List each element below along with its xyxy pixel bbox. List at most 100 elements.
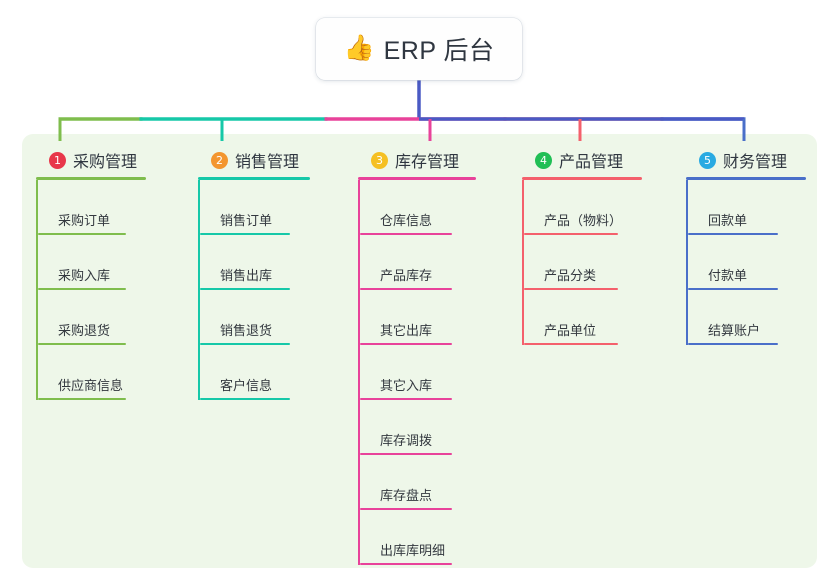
leaf-node-label: 其它出库 <box>380 323 433 339</box>
leaf-node-label: 回款单 <box>708 213 748 229</box>
branch-title: 库存管理 <box>395 154 460 171</box>
root-node-label: ERP 后台 <box>383 37 495 65</box>
leaf-node[interactable]: 产品单位 <box>522 290 642 345</box>
branch-spine <box>686 180 688 345</box>
leaf-node-label: 产品库存 <box>380 268 433 284</box>
leaf-node[interactable]: 产品库存 <box>358 235 476 290</box>
branch-spine <box>36 180 38 400</box>
branch-title: 产品管理 <box>559 154 624 171</box>
leaf-node-underline <box>524 288 618 290</box>
leaf-node[interactable]: 客户信息 <box>198 345 310 400</box>
leaf-node[interactable]: 库存盘点 <box>358 455 476 510</box>
leaf-node-label: 采购退货 <box>58 323 111 339</box>
branch-spine <box>198 180 200 400</box>
branch-underline <box>522 177 642 180</box>
branch-number-badge: 5 <box>699 151 716 169</box>
branch-column-销售管理: 2 销售管理销售订单销售出库销售退货客户信息 <box>198 148 310 400</box>
leaf-node-underline <box>360 288 452 290</box>
branch-children: 仓库信息产品库存其它出库其它入库库存调拨库存盘点出库库明细 <box>358 180 476 565</box>
root-node[interactable]: 👍 ERP 后台 <box>316 18 522 80</box>
leaf-node[interactable]: 其它出库 <box>358 290 476 345</box>
leaf-node[interactable]: 采购订单 <box>36 180 146 235</box>
branch-underline <box>36 177 146 180</box>
leaf-node-underline <box>38 288 126 290</box>
branch-number-badge: 1 <box>49 151 66 169</box>
leaf-node-label: 销售订单 <box>220 213 273 229</box>
branch-title: 销售管理 <box>235 154 300 171</box>
leaf-node-label: 供应商信息 <box>58 378 124 394</box>
branch-underline <box>686 177 806 180</box>
leaf-node[interactable]: 出库库明细 <box>358 510 476 565</box>
leaf-node[interactable]: 付款单 <box>686 235 806 290</box>
leaf-node-label: 销售出库 <box>220 268 273 284</box>
leaf-node-underline <box>360 398 452 400</box>
branch-children: 销售订单销售出库销售退货客户信息 <box>198 180 310 400</box>
leaf-node[interactable]: 库存调拨 <box>358 400 476 455</box>
leaf-node-underline <box>688 288 778 290</box>
branch-underline <box>358 177 476 180</box>
leaf-node-label: 仓库信息 <box>380 213 433 229</box>
leaf-node-label: 付款单 <box>708 268 748 284</box>
branch-header-库存管理[interactable]: 3 库存管理 <box>358 148 476 172</box>
branch-header-销售管理[interactable]: 2 销售管理 <box>198 148 310 172</box>
leaf-node-underline <box>200 233 290 235</box>
leaf-node-label: 采购入库 <box>58 268 111 284</box>
leaf-node[interactable]: 结算账户 <box>686 290 806 345</box>
leaf-node-label: 采购订单 <box>58 213 111 229</box>
leaf-node[interactable]: 其它入库 <box>358 345 476 400</box>
leaf-node-label: 库存调拨 <box>380 433 433 449</box>
branch-column-库存管理: 3 库存管理仓库信息产品库存其它出库其它入库库存调拨库存盘点出库库明细 <box>358 148 476 565</box>
leaf-node[interactable]: 产品分类 <box>522 235 642 290</box>
branch-number-badge: 4 <box>535 151 552 169</box>
leaf-node-underline <box>38 233 126 235</box>
leaf-node-underline <box>200 398 290 400</box>
leaf-node-label: 出库库明细 <box>380 543 446 559</box>
branch-header-财务管理[interactable]: 5 财务管理 <box>686 148 806 172</box>
leaf-node-underline <box>360 563 452 565</box>
leaf-node[interactable]: 销售订单 <box>198 180 310 235</box>
leaf-node-underline <box>360 233 452 235</box>
branch-column-财务管理: 5 财务管理回款单付款单结算账户 <box>686 148 806 345</box>
leaf-node-label: 库存盘点 <box>380 488 433 504</box>
branch-children: 采购订单采购入库采购退货供应商信息 <box>36 180 146 400</box>
leaf-node-underline <box>360 508 452 510</box>
branch-spine <box>358 180 360 565</box>
leaf-node-underline <box>360 453 452 455</box>
branch-number-badge: 2 <box>211 151 228 169</box>
leaf-node-label: 客户信息 <box>220 378 273 394</box>
leaf-node[interactable]: 销售出库 <box>198 235 310 290</box>
leaf-node-underline <box>38 343 126 345</box>
branch-title: 财务管理 <box>723 154 788 171</box>
leaf-node-underline <box>688 233 778 235</box>
leaf-node[interactable]: 销售退货 <box>198 290 310 345</box>
leaf-node[interactable]: 仓库信息 <box>358 180 476 235</box>
leaf-node-label: 结算账户 <box>708 323 761 339</box>
leaf-node-label: 其它入库 <box>380 378 433 394</box>
leaf-node[interactable]: 供应商信息 <box>36 345 146 400</box>
thumbs-up-icon: 👍 <box>343 33 375 62</box>
leaf-node-underline <box>688 343 778 345</box>
leaf-node-label: 产品单位 <box>544 323 597 339</box>
branch-header-产品管理[interactable]: 4 产品管理 <box>522 148 642 172</box>
leaf-node-label: 销售退货 <box>220 323 273 339</box>
leaf-node-underline <box>200 343 290 345</box>
branch-number-badge: 3 <box>371 151 388 169</box>
leaf-node[interactable]: 回款单 <box>686 180 806 235</box>
leaf-node[interactable]: 采购退货 <box>36 290 146 345</box>
branch-children: 产品（物料） 产品分类产品单位 <box>522 180 642 345</box>
branch-column-产品管理: 4 产品管理产品（物料） 产品分类产品单位 <box>522 148 642 345</box>
leaf-node-underline <box>200 288 290 290</box>
leaf-node[interactable]: 产品（物料） <box>522 180 642 235</box>
leaf-node-underline <box>524 233 618 235</box>
leaf-node-underline <box>38 398 126 400</box>
leaf-node-label: 产品分类 <box>544 268 597 284</box>
branch-underline <box>198 177 310 180</box>
leaf-node[interactable]: 采购入库 <box>36 235 146 290</box>
branch-children: 回款单付款单结算账户 <box>686 180 806 345</box>
branches-background-panel <box>22 134 817 568</box>
leaf-node-label: 产品（物料） <box>544 213 623 229</box>
leaf-node-underline <box>524 343 618 345</box>
